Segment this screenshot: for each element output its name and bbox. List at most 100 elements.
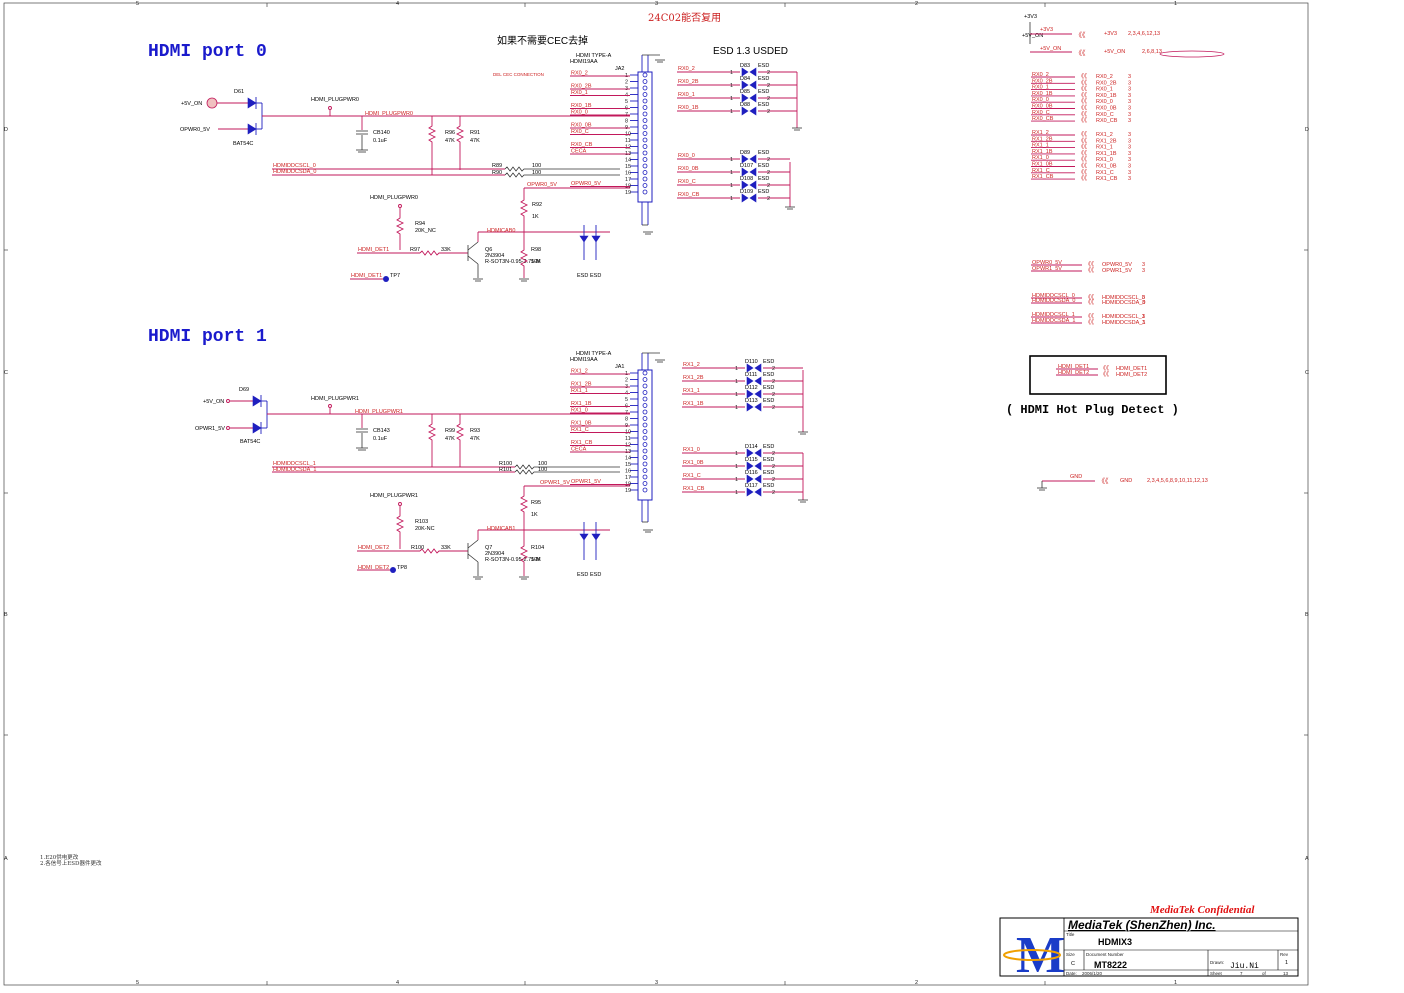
pin-number: 14 [625, 456, 631, 462]
pin-net-label: RX0_0B [571, 123, 592, 129]
of-value: 13 [1283, 971, 1289, 976]
esd-lbl: ESD [763, 483, 774, 489]
pin-net-label: RX1_CB [571, 440, 593, 446]
offpage-target: RX1_2 [1096, 132, 1113, 138]
offpage-net-label: RX0_C [1032, 110, 1050, 116]
esd-diode-icon [754, 389, 762, 399]
esd-lbl: ESD [758, 176, 769, 182]
note-line: 1.E20供电更改 [40, 853, 79, 861]
pin-number: 2 [625, 80, 628, 86]
offpage-sheet: 3 [1128, 80, 1131, 86]
pin-net-label: RX0_1 [571, 90, 588, 96]
esd-ref: D107 [740, 163, 753, 169]
pin-net-label: RX0_2B [571, 84, 592, 90]
pin-net-label: RX1_0B [571, 421, 592, 427]
gnd-tgt: GND [1120, 478, 1132, 484]
offpage-arrow-icon: 《《 [1085, 314, 1094, 321]
pin-contact [642, 390, 648, 395]
note-line: 2.各信号上ESD器件更改 [40, 859, 102, 867]
logo-swoosh-icon [1003, 949, 1061, 961]
offpage-target: OPWR1_5V [1102, 268, 1132, 274]
pin-net-label: OPWR1_5V [571, 479, 601, 485]
offpage-arrow-icon: 《《 [1100, 372, 1109, 379]
offpage-net-label: RX1_1B [1032, 149, 1053, 155]
esd-diode-icon [591, 235, 601, 243]
drawn-label: Drawn: [1210, 960, 1224, 965]
testpoint-icon [383, 276, 389, 282]
esd-ref: D111 [745, 372, 757, 378]
cec-note: 如果不需要CEC去掉 [497, 34, 588, 47]
offpage-target: OPWR0_5V [1102, 262, 1132, 268]
offpage-arrow-icon: 《《 [1098, 477, 1109, 485]
offpage-net-label: RX1_0B [1032, 162, 1053, 168]
plugpwr-net-red: HDMI_PLUGPWR1 [355, 409, 403, 415]
pwr-net: +5V_ON [1040, 46, 1061, 52]
pin-net-label: CECA [571, 447, 587, 453]
res-ref: R91 [470, 130, 480, 136]
esd-net-label: RX1_C [683, 473, 701, 479]
pin-net-label: OPWR0_5V [571, 181, 601, 187]
offpage-target: RX0_2 [1096, 74, 1113, 80]
pin-contact [642, 92, 648, 97]
offpage-connectors: +3V3 +5V_ON +3V3 +3V3 2,3,4,6,12,13 《《 +… [1006, 14, 1225, 491]
esd-diode-icon [741, 67, 749, 77]
det-net: HDMI_DET1 [358, 247, 389, 253]
esd-ref: D117 [745, 483, 758, 489]
res-val: 33K [441, 545, 451, 551]
pin-number: 2 [772, 451, 775, 457]
esd-ref: D115 [745, 457, 758, 463]
pin-number: 11 [625, 436, 631, 442]
offpage-arrow-icon: 《《 [1078, 144, 1087, 151]
pin-contact [642, 170, 648, 175]
res-val: 10K [531, 557, 541, 563]
col-label: 5 [136, 980, 139, 986]
offpage-net-label: HDMIDDCSDA_0 [1032, 298, 1075, 304]
pin-contact [642, 79, 648, 84]
row-label: C [1305, 370, 1309, 376]
pin-number: 1 [735, 405, 738, 411]
pin-net-label: RX1_1 [571, 388, 588, 394]
pin-contact [642, 137, 648, 143]
row-label: B [4, 612, 8, 618]
esd-lbl: ESD [758, 89, 769, 95]
pin-number: 15 [625, 462, 631, 468]
diode-ref: D69 [239, 387, 249, 393]
offpage-net-label: RX1_2 [1032, 130, 1049, 136]
pin-contact [642, 396, 648, 402]
res-ref: R104 [531, 545, 544, 551]
pin-number: 1 [730, 157, 733, 163]
res-val: 100 [532, 170, 541, 176]
esd-diode-icon [746, 474, 754, 484]
pin-contact [642, 416, 648, 421]
cab-net: HDMICAB0 [487, 228, 515, 234]
esd-lbl: ESD [763, 444, 774, 450]
esd-lbl: ESD [763, 359, 774, 365]
offpage-sheet: 3 [1128, 151, 1131, 157]
q-pkg: R-SOT3N-0.95-2.75-M [485, 259, 541, 265]
esd-ref: D85 [740, 89, 750, 95]
offpage-net-label: HDMI_DET1 [1058, 364, 1089, 370]
esd-ref: D88 [740, 102, 750, 108]
esd-diode-icon [754, 363, 762, 373]
esd-diode-icon [749, 93, 757, 103]
pin-number: 1 [730, 196, 733, 202]
pin-number: 17 [625, 475, 631, 481]
diode-icon [247, 97, 257, 109]
conn-ref: JA1 [615, 364, 624, 370]
pin-number: 1 [730, 83, 733, 89]
esd-ref: D89 [740, 150, 750, 156]
esd-diode-icon [741, 180, 749, 190]
esd-diode-icon [749, 180, 757, 190]
diode-part: BAT54C [240, 439, 260, 445]
row-label: C [4, 370, 8, 376]
esd-net-label: RX0_0B [678, 166, 699, 172]
esd-lbl: ESD [590, 572, 601, 578]
offpage-arrow-icon: 《《 [1078, 80, 1087, 87]
esd-diode-icon [754, 487, 762, 497]
res-val: 20K-NC [415, 526, 435, 532]
esd-lbl: ESD [763, 457, 774, 463]
esd-ref: D116 [745, 470, 758, 476]
rev-label: Rev [1280, 952, 1289, 957]
pin-net-label: RX1_1B [571, 401, 592, 407]
offpage-sheet: 3 [1142, 300, 1145, 306]
